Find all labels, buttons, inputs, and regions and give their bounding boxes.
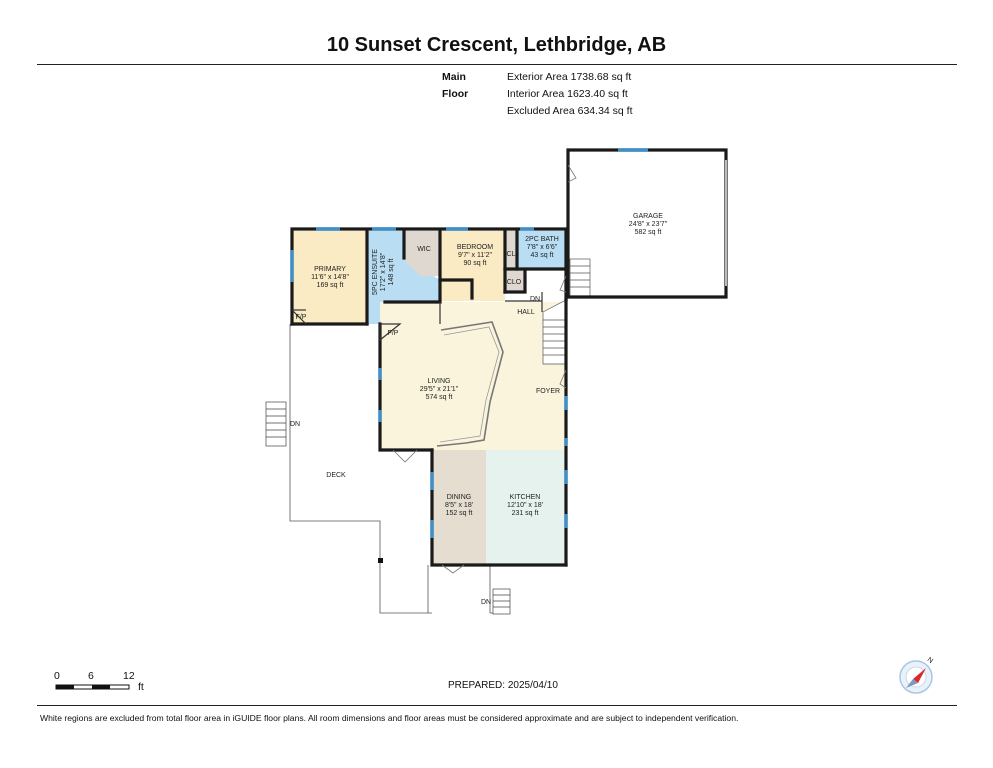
cl-name: CL xyxy=(507,251,516,258)
thin-walls xyxy=(291,292,543,342)
bath-dims: 7'8" x 6'6" xyxy=(527,244,558,251)
primary-fill xyxy=(292,231,367,324)
clo-name: CLO xyxy=(507,279,522,286)
deck-stairs-west xyxy=(265,401,287,447)
bath-fill xyxy=(517,231,567,269)
wic-name: WIC xyxy=(417,246,431,253)
fp-label-primary: F/P xyxy=(296,314,307,321)
dn-label-hall: DN xyxy=(530,296,540,303)
garage-steps xyxy=(569,258,591,298)
bath-name: 2PC BATH xyxy=(525,236,559,243)
compass-icon: N xyxy=(899,656,934,694)
compass-north: N xyxy=(926,656,934,665)
hall-name: HALL xyxy=(517,309,535,316)
dn-label-deck-west: DN xyxy=(290,421,300,428)
kitchen-name: KITCHEN xyxy=(510,494,541,501)
clo-fill xyxy=(505,270,525,292)
page-title: 10 Sunset Crescent, Lethbridge, AB xyxy=(326,34,667,56)
dn-label-deck-south: DN xyxy=(481,599,491,606)
dining-fill xyxy=(432,450,486,565)
deck-post xyxy=(378,558,383,563)
kitchen-fill xyxy=(486,450,566,565)
deck-stairs-south xyxy=(492,588,511,615)
exterior-area: Exterior Area 1738.68 sq ft xyxy=(507,71,632,83)
dining-dims: 8'5" x 18' xyxy=(445,502,473,509)
scale-label-0: 0 xyxy=(54,670,60,682)
living-bar-outline xyxy=(436,321,504,447)
disclaimer: White regions are excluded from total fl… xyxy=(40,713,739,723)
living-dims: 29'5" x 21'1" xyxy=(420,386,459,393)
garage-dims: 24'8" x 23'7" xyxy=(629,221,668,228)
wic-fill xyxy=(404,231,440,276)
excluded-area: Excluded Area 634.34 sq ft xyxy=(507,105,633,117)
garage-fill xyxy=(568,150,726,297)
living-area: 574 sq ft xyxy=(426,394,453,401)
living-name: LIVING xyxy=(428,378,451,385)
ensuite-area: 148 sq ft xyxy=(388,259,395,286)
windows xyxy=(290,148,648,538)
bath-area: 43 sq ft xyxy=(531,252,554,259)
scale-bar xyxy=(55,684,130,690)
dining-name: DINING xyxy=(447,494,472,501)
footer-divider xyxy=(37,705,957,706)
interior-area: Interior Area 1623.40 sq ft xyxy=(507,88,628,100)
header-divider xyxy=(37,64,957,65)
floor-name: Main Floor xyxy=(442,71,469,100)
doors xyxy=(392,164,577,574)
living-bar-inner xyxy=(439,326,500,443)
primary-name: PRIMARY xyxy=(314,266,346,273)
ensuite-dims: 17'2" x 14'8" xyxy=(380,252,387,291)
living-fill xyxy=(380,302,566,450)
foyer-name: FOYER xyxy=(536,388,560,395)
ensuite-name: 5PC ENSUITE xyxy=(372,249,379,295)
garage-area: 582 sq ft xyxy=(635,229,662,236)
deck-name: DECK xyxy=(326,472,346,479)
primary-area: 169 sq ft xyxy=(317,282,344,289)
closet-fill xyxy=(505,231,517,269)
primary-dims: 11'6" x 14'8" xyxy=(311,274,349,281)
kitchen-dims: 12'10" x 18' xyxy=(507,502,543,509)
fp-label-living: F/P xyxy=(388,330,399,337)
bedroom-dims: 9'7" x 11'2" xyxy=(458,252,492,259)
ensuite-label: 5PC ENSUITE 17'2" x 14'8" 148 sq ft xyxy=(372,249,395,295)
bedroom-area: 90 sq ft xyxy=(464,260,487,267)
garage-name: GARAGE xyxy=(633,213,663,220)
dining-area: 152 sq ft xyxy=(446,510,473,517)
hall-stairs xyxy=(542,299,567,365)
scale-label-12: 12 xyxy=(123,670,135,682)
bedroom-name: BEDROOM xyxy=(457,244,493,251)
area-lines: Exterior Area 1738.68 sq ft Interior Are… xyxy=(507,69,633,120)
scale-label-6: 6 xyxy=(88,670,94,682)
scale-unit: ft xyxy=(138,681,144,693)
kitchen-area: 231 sq ft xyxy=(512,510,539,517)
prepared-date: PREPARED: 2025/04/10 xyxy=(448,680,558,691)
